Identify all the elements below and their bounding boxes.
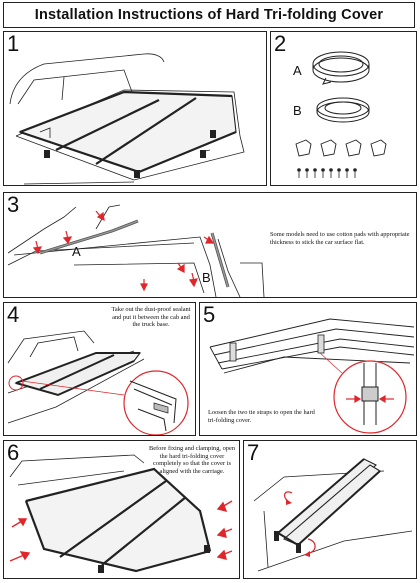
title-bar: Installation Instructions of Hard Tri-fo… [3, 2, 415, 28]
step-7-panel: 7 [243, 440, 417, 579]
step-number: 2 [274, 31, 287, 56]
step-4-panel: 4 Take out the dust-proof sealant and pu… [3, 302, 196, 436]
page-title: Installation Instructions of Hard Tri-fo… [34, 7, 384, 23]
seal-placement-illustration [7, 204, 265, 297]
step-number: 1 [7, 31, 20, 56]
step-5-panel: 5 Loosen the two tie straps to open the … [199, 302, 417, 436]
step-3-panel: 3 A B Some models need to use cotton pad… [3, 192, 417, 298]
step-3-note: Some models need to use cotton pads with… [270, 231, 410, 246]
part-b-label: B [293, 103, 302, 118]
step-4-note: Take out the dust-proof sealant and put … [111, 306, 191, 329]
part-b-label: B [202, 270, 211, 285]
aligned-cover-illustration [9, 454, 233, 573]
tie-strap-illustration [209, 318, 415, 434]
dust-seal-illustration [7, 330, 189, 435]
parts-illustration [295, 51, 387, 178]
step-number: 7 [247, 440, 260, 465]
step-6-panel: 6 Before fixing and clamping, open the h… [3, 440, 240, 579]
step-number: 3 [7, 192, 20, 217]
step-6-note: Before fixing and clamping, open the har… [148, 445, 236, 475]
step-number: 6 [7, 440, 20, 465]
step-number: 5 [203, 302, 216, 327]
step-5-note: Loosen the two tie straps to open the ha… [208, 409, 315, 424]
part-a-label: A [72, 244, 81, 259]
part-a-label: A [293, 63, 302, 78]
truck-bed-cover-illustration [9, 53, 245, 185]
step-number: 4 [7, 302, 20, 327]
folded-cover-illustration [253, 458, 413, 572]
step-1-panel: 1 [3, 31, 267, 186]
step-2-panel: 2 A B [270, 31, 417, 186]
